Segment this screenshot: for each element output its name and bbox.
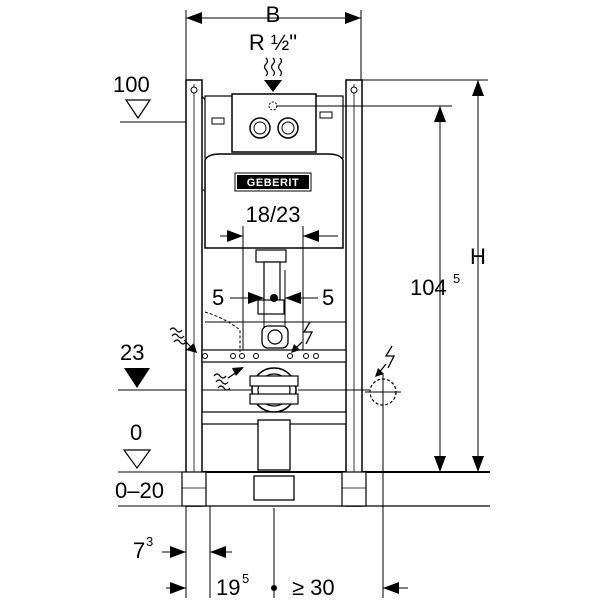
level-marker-icon xyxy=(122,449,152,470)
height-h-dimension: H xyxy=(362,79,488,472)
brand-text: GEBERIT xyxy=(247,177,299,189)
level-0-marker: 0 xyxy=(118,420,186,473)
brand-badge xyxy=(237,175,309,189)
dim-19-sup: 5 xyxy=(242,571,249,586)
height-104-label: 104 xyxy=(410,275,447,300)
level-23-label: 23 xyxy=(120,340,144,365)
height-h-label: H xyxy=(470,244,486,269)
dim-19-label: 19 xyxy=(216,575,240,600)
width-label: B xyxy=(266,2,281,27)
water-supply-icon xyxy=(169,327,244,391)
dim-7-label: 7 xyxy=(133,538,145,563)
level-marker-icon xyxy=(124,99,152,120)
level-23-marker: 23 xyxy=(118,340,262,391)
flush-pipe-dimension-label: 18/23 xyxy=(245,202,300,227)
offset-left-label: 5 xyxy=(212,285,224,310)
flush-button-large xyxy=(249,117,271,139)
drain-symbol-icon xyxy=(365,374,401,598)
level-100-marker: 100 xyxy=(113,72,186,123)
bottom-dimensions: 7 3 19 5 ≥ 30 xyxy=(133,506,408,600)
drain-pipe xyxy=(249,367,299,501)
level-100-label: 100 xyxy=(113,72,150,97)
offset-right-label: 5 xyxy=(322,285,334,310)
dim-7-sup: 3 xyxy=(146,534,153,549)
flush-button-small xyxy=(277,117,299,139)
range-label: 0–20 xyxy=(115,478,164,503)
offset-dimensions: 5 5 xyxy=(212,270,334,330)
dim-30-label: ≥ 30 xyxy=(292,575,335,600)
flush-pipe-dimension: 18/23 xyxy=(220,202,338,350)
connection-label: R ½" xyxy=(249,30,297,55)
width-dimension: B xyxy=(185,2,362,80)
actuator-plate-frame xyxy=(231,93,317,153)
connection-area xyxy=(202,311,346,359)
frame xyxy=(181,79,367,507)
electrical-icon xyxy=(291,321,396,377)
height-104-dimension: 104 5 xyxy=(276,105,460,472)
water-supply-icon xyxy=(263,57,283,92)
level-marker-icon xyxy=(124,368,150,388)
height-104-sup: 5 xyxy=(453,271,460,286)
level-0-label: 0 xyxy=(130,420,142,445)
